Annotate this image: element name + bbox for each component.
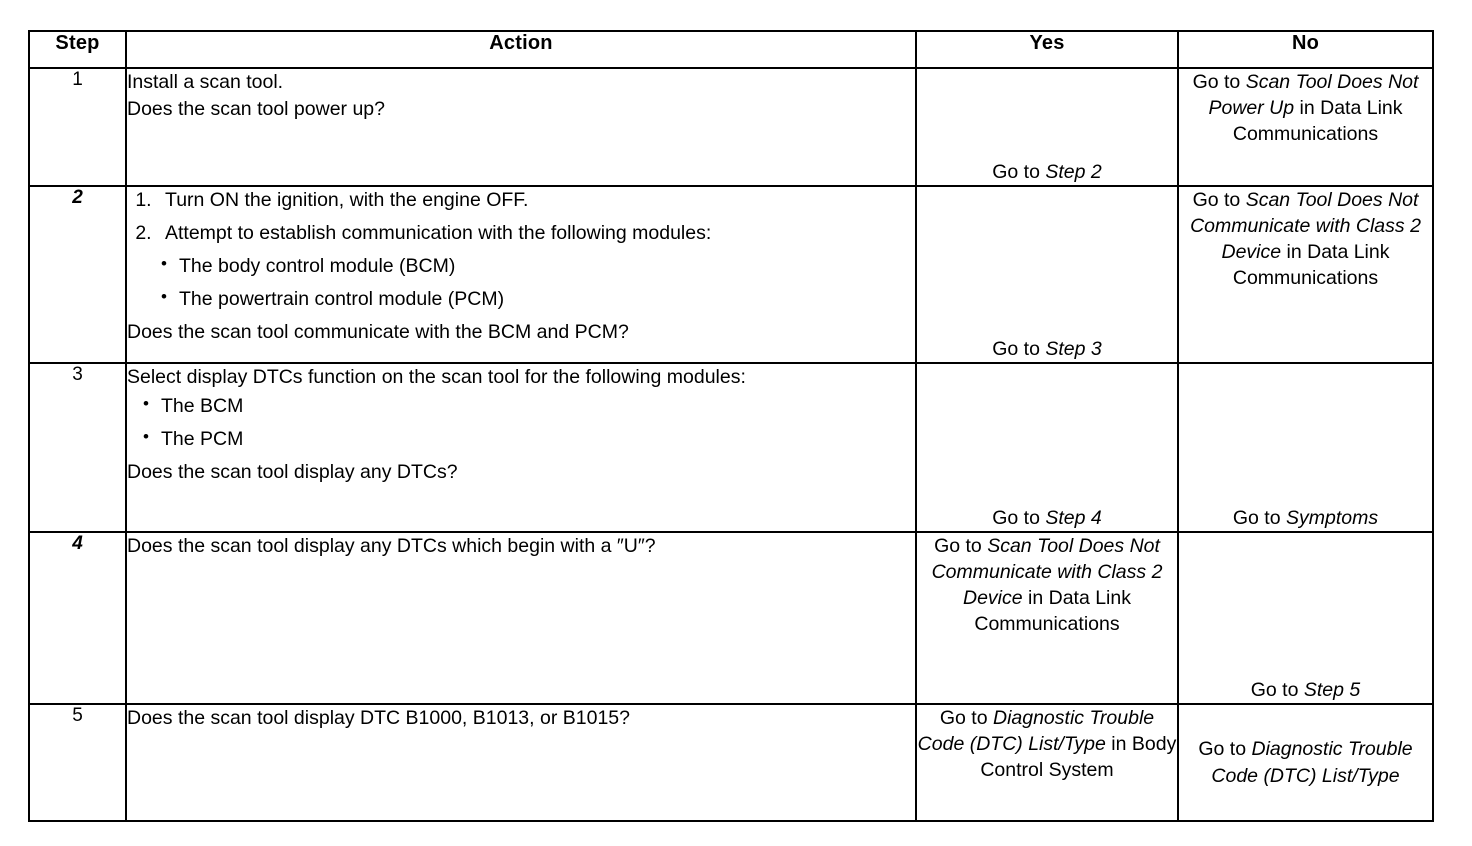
no-text: Go to xyxy=(1232,506,1286,529)
yes-cell: Go to Step 3 xyxy=(915,185,1179,364)
no-reference: Step 5 xyxy=(1303,678,1361,701)
no-cell: Go to Symptoms xyxy=(1177,362,1434,533)
yes-cell: Go to Step 4 xyxy=(915,362,1179,533)
no-reference: Scan Tool Does Not Communicate with Clas… xyxy=(1190,189,1421,264)
no-reference: Symptoms xyxy=(1286,506,1379,529)
no-text: Go to xyxy=(1250,678,1304,701)
table-row: 2 Turn ON the ignition, with the engine … xyxy=(28,185,1434,364)
no-cell: Go to Scan Tool Does Not Communicate wit… xyxy=(1177,185,1434,364)
action-question: Does the scan tool display any DTCs whic… xyxy=(127,535,656,557)
column-header-yes: Yes xyxy=(915,30,1179,69)
action-question: Does the scan tool display DTC B1000, B1… xyxy=(127,707,630,729)
column-header-step: Step xyxy=(28,30,127,69)
action-cell: Install a scan tool. Does the scan tool … xyxy=(125,67,917,187)
action-cell: Does the scan tool display DTC B1000, B1… xyxy=(125,703,917,822)
no-text-suffix: in Data Link Communications xyxy=(1232,97,1403,146)
diagnostic-steps-table: Step Action Yes No 1 Install a scan tool… xyxy=(28,30,1434,822)
yes-text: Go to xyxy=(934,535,988,557)
yes-cell: Go to Step 2 xyxy=(915,67,1179,187)
action-cell: Turn ON the ignition, with the engine OF… xyxy=(125,185,917,364)
list-item: Attempt to establish communication with … xyxy=(157,220,915,247)
table-body: 1 Install a scan tool. Does the scan too… xyxy=(28,67,1434,822)
step-number-cell: 3 xyxy=(28,362,127,533)
no-text: Go to xyxy=(1192,71,1246,93)
yes-cell: Go to Diagnostic Trouble Code (DTC) List… xyxy=(915,703,1179,822)
list-item: The PCM xyxy=(143,425,915,453)
list-item: The BCM xyxy=(143,392,915,420)
action-numbered-list: Turn ON the ignition, with the engine OF… xyxy=(131,187,915,247)
no-cell: Go to Step 5 xyxy=(1177,531,1434,705)
yes-text-suffix: in Data Link Communications xyxy=(974,587,1131,636)
no-cell: Go to Scan Tool Does Not Power Up in Dat… xyxy=(1177,67,1434,187)
list-item: The body control module (BCM) xyxy=(161,252,915,280)
step-number-cell: 4 xyxy=(28,531,127,705)
table-row: 4 Does the scan tool display any DTCs wh… xyxy=(28,531,1434,705)
column-header-action: Action xyxy=(125,30,917,69)
action-bullet-list: The BCM The PCM xyxy=(127,392,915,453)
step-number-cell: 2 xyxy=(28,185,127,364)
column-header-no: No xyxy=(1177,30,1434,69)
yes-reference: Step 3 xyxy=(1045,337,1102,360)
table-row: 5 Does the scan tool display DTC B1000, … xyxy=(28,703,1434,822)
step-number-cell: 5 xyxy=(28,703,127,822)
table-row: 3 Select display DTCs function on the sc… xyxy=(28,362,1434,533)
action-question: Does the scan tool display any DTCs? xyxy=(127,460,458,483)
no-text: Go to xyxy=(1192,189,1246,211)
yes-text-suffix: in Body Control System xyxy=(980,733,1177,782)
no-reference: Scan Tool Does Not Power Up xyxy=(1208,71,1419,120)
no-text-suffix: in Data Link Communications xyxy=(1232,241,1390,290)
yes-text: Go to xyxy=(992,160,1046,183)
no-cell: Go to Diagnostic Trouble Code (DTC) List… xyxy=(1177,703,1434,822)
step-number-cell: 1 xyxy=(28,67,127,187)
yes-reference: Step 4 xyxy=(1045,506,1102,529)
list-item: The powertrain control module (PCM) xyxy=(161,285,915,313)
table-header-row: Step Action Yes No xyxy=(28,30,1434,69)
yes-text: Go to xyxy=(992,337,1046,360)
yes-reference: Step 2 xyxy=(1045,160,1102,183)
yes-reference: Scan Tool Does Not Communicate with Clas… xyxy=(931,535,1163,610)
action-line: Does the scan tool power up? xyxy=(127,97,385,120)
action-cell: Does the scan tool display any DTCs whic… xyxy=(125,531,917,705)
no-reference: Diagnostic Trouble Code (DTC) List/Type xyxy=(1211,738,1413,787)
action-lead: Select display DTCs function on the scan… xyxy=(127,366,746,388)
action-line: Install a scan tool. xyxy=(127,71,284,93)
yes-text: Go to xyxy=(939,707,993,729)
yes-reference: Diagnostic Trouble Code (DTC) List/Type xyxy=(917,707,1155,756)
action-cell: Select display DTCs function on the scan… xyxy=(125,362,917,533)
yes-cell: Go to Scan Tool Does Not Communicate wit… xyxy=(915,531,1179,705)
list-item: Turn ON the ignition, with the engine OF… xyxy=(157,187,915,214)
yes-text: Go to xyxy=(992,506,1046,529)
action-question: Does the scan tool communicate with the … xyxy=(127,320,629,343)
action-bullet-list: The body control module (BCM) The powert… xyxy=(127,252,915,313)
no-text: Go to xyxy=(1198,738,1252,761)
table-header: Step Action Yes No xyxy=(28,30,1434,69)
table-row: 1 Install a scan tool. Does the scan too… xyxy=(28,67,1434,187)
